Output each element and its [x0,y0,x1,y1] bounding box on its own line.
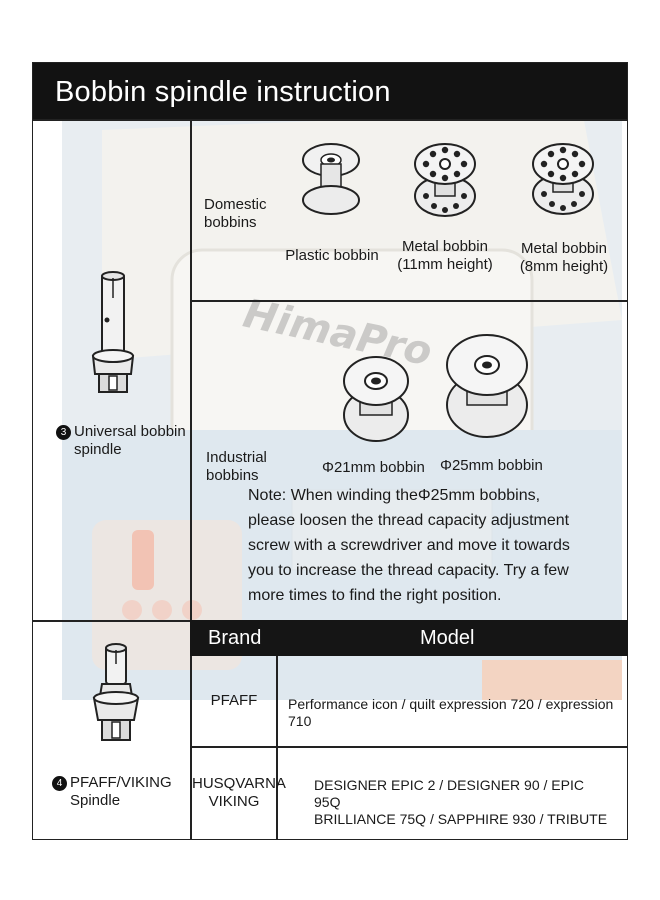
divider-brand [276,620,278,840]
page-title: Bobbin spindle instruction [55,76,391,108]
brand-husqvarna-viking: HUSQVARNA VIKING [192,775,286,810]
bobbin-21mm-label: Φ21mm bobbin [322,459,425,476]
divider-pfaff [190,746,628,748]
pfaff-viking-spindle-icon [92,643,140,741]
model-pfaff: Performance icon / quilt expression 720 … [288,696,614,729]
title-bar: Bobbin spindle instruction [33,63,627,120]
divider-title [32,119,628,121]
model-husqvarna-viking: DESIGNER EPIC 2 / DESIGNER 90 / EPIC 95Q… [314,777,608,827]
metal-bobbin-11mm-icon [414,143,476,217]
step-number-4: 4 [52,775,67,791]
brand-pfaff: PFAFF [210,692,258,709]
brand-model-header: Brand Model [190,620,628,656]
metal-bobbin-8mm-label: Metal bobbin (8mm height) [519,240,609,275]
metal-bobbin-11mm-label: Metal bobbin (11mm height) [397,238,493,273]
plastic-bobbin-label: Plastic bobbin [285,247,379,264]
model-header: Model [420,627,475,649]
plastic-bobbin-icon [302,143,360,215]
metal-bobbin-8mm-icon [532,143,594,215]
instruction-sheet: Bobbin spindle instruction [32,62,628,840]
industrial-bobbins-label: Industrial bobbins [206,449,267,484]
brand-header: Brand [208,627,262,649]
domestic-bobbins-label: Domestic bobbins [204,196,267,231]
step-number-3: 3 [56,424,71,440]
bobbin-25mm-icon [446,334,528,438]
universal-spindle-icon [91,271,135,393]
divider-left [190,119,192,839]
bobbin-25mm-label: Φ25mm bobbin [440,457,543,474]
bobbin-21mm-icon [343,356,409,442]
divider-domestic [190,300,628,302]
winding-note: Note: When winding theΦ25mm bobbins, ple… [248,487,570,604]
